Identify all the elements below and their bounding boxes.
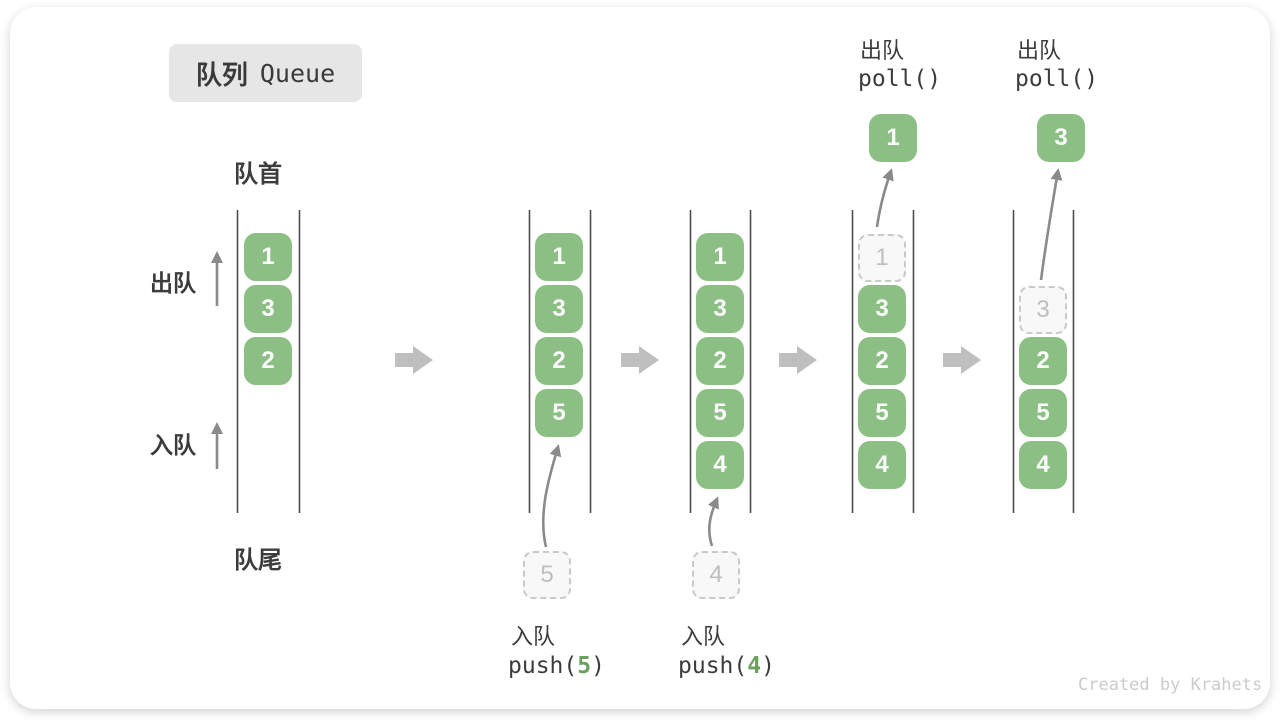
- queue-walls: [236, 210, 1075, 513]
- queue-cell: 4: [858, 441, 906, 489]
- code-arg: 4: [747, 653, 762, 679]
- queue-cell: 5: [858, 389, 906, 437]
- queue-cell: 3: [535, 285, 583, 333]
- poll2-op-code: poll(): [1015, 66, 1099, 92]
- step-arrow-icon: [779, 346, 817, 374]
- poll1-arrow-icon: [875, 168, 894, 228]
- watermark: Created by Krahets: [1078, 675, 1263, 695]
- dequeue-side-label: 出队: [150, 270, 196, 296]
- step-arrow-icon: [621, 346, 659, 374]
- queue-cell: 2: [696, 337, 744, 385]
- push5-arrow-icon: [541, 444, 562, 548]
- queue-cell: 2: [244, 337, 292, 385]
- queue-cell: 1: [244, 233, 292, 281]
- queue-cell: 2: [858, 337, 906, 385]
- poll1-op-label: 出队: [860, 38, 905, 63]
- removed-ghost-cell: 3: [1019, 286, 1067, 334]
- queue-cell: 3: [696, 285, 744, 333]
- outgoing-cell: 3: [1037, 114, 1085, 162]
- queue-front-label: 队首: [234, 161, 282, 188]
- push4-arrow-icon: [707, 496, 719, 547]
- queue-cell: 5: [696, 389, 744, 437]
- queue-rear-label: 队尾: [234, 547, 282, 574]
- push4-op-label: 入队: [681, 624, 726, 649]
- title-badge: 队列 Queue: [169, 44, 362, 102]
- title-en: Queue: [259, 58, 336, 88]
- code-text: push(: [678, 653, 748, 679]
- step-arrow-icon: [943, 346, 981, 374]
- queue-cell: 1: [535, 233, 583, 281]
- poll2-arrow-icon: [1039, 168, 1063, 281]
- queue-cell: 4: [696, 441, 744, 489]
- push5-op-code: push(5): [508, 653, 605, 679]
- incoming-ghost-cell: 4: [692, 551, 740, 599]
- poll2-op-label: 出队: [1017, 38, 1062, 63]
- code-arg: 5: [577, 653, 592, 679]
- queue-cell: 2: [1019, 337, 1067, 385]
- queue-cell: 3: [858, 285, 906, 333]
- queue-cell: 5: [1019, 389, 1067, 437]
- queue-cell: 2: [535, 337, 583, 385]
- flow-arrows-thin: [211, 168, 1063, 548]
- code-text: push(: [508, 653, 578, 679]
- enqueue-side-label: 入队: [150, 432, 196, 458]
- queue-cell: 3: [244, 285, 292, 333]
- push4-op-code: push(4): [678, 653, 775, 679]
- code-text: ): [761, 653, 775, 679]
- code-text: ): [591, 653, 605, 679]
- queue-cell: 1: [696, 233, 744, 281]
- removed-ghost-cell: 1: [858, 234, 906, 282]
- step-arrows: [395, 346, 981, 374]
- title-zh: 队列: [195, 59, 248, 90]
- queue-cell: 5: [535, 389, 583, 437]
- poll1-op-code: poll(): [858, 66, 942, 92]
- outgoing-cell: 1: [869, 114, 917, 162]
- push5-op-label: 入队: [511, 624, 556, 649]
- incoming-ghost-cell: 5: [523, 551, 571, 599]
- queue-cell: 4: [1019, 441, 1067, 489]
- step-arrow-icon: [395, 346, 433, 374]
